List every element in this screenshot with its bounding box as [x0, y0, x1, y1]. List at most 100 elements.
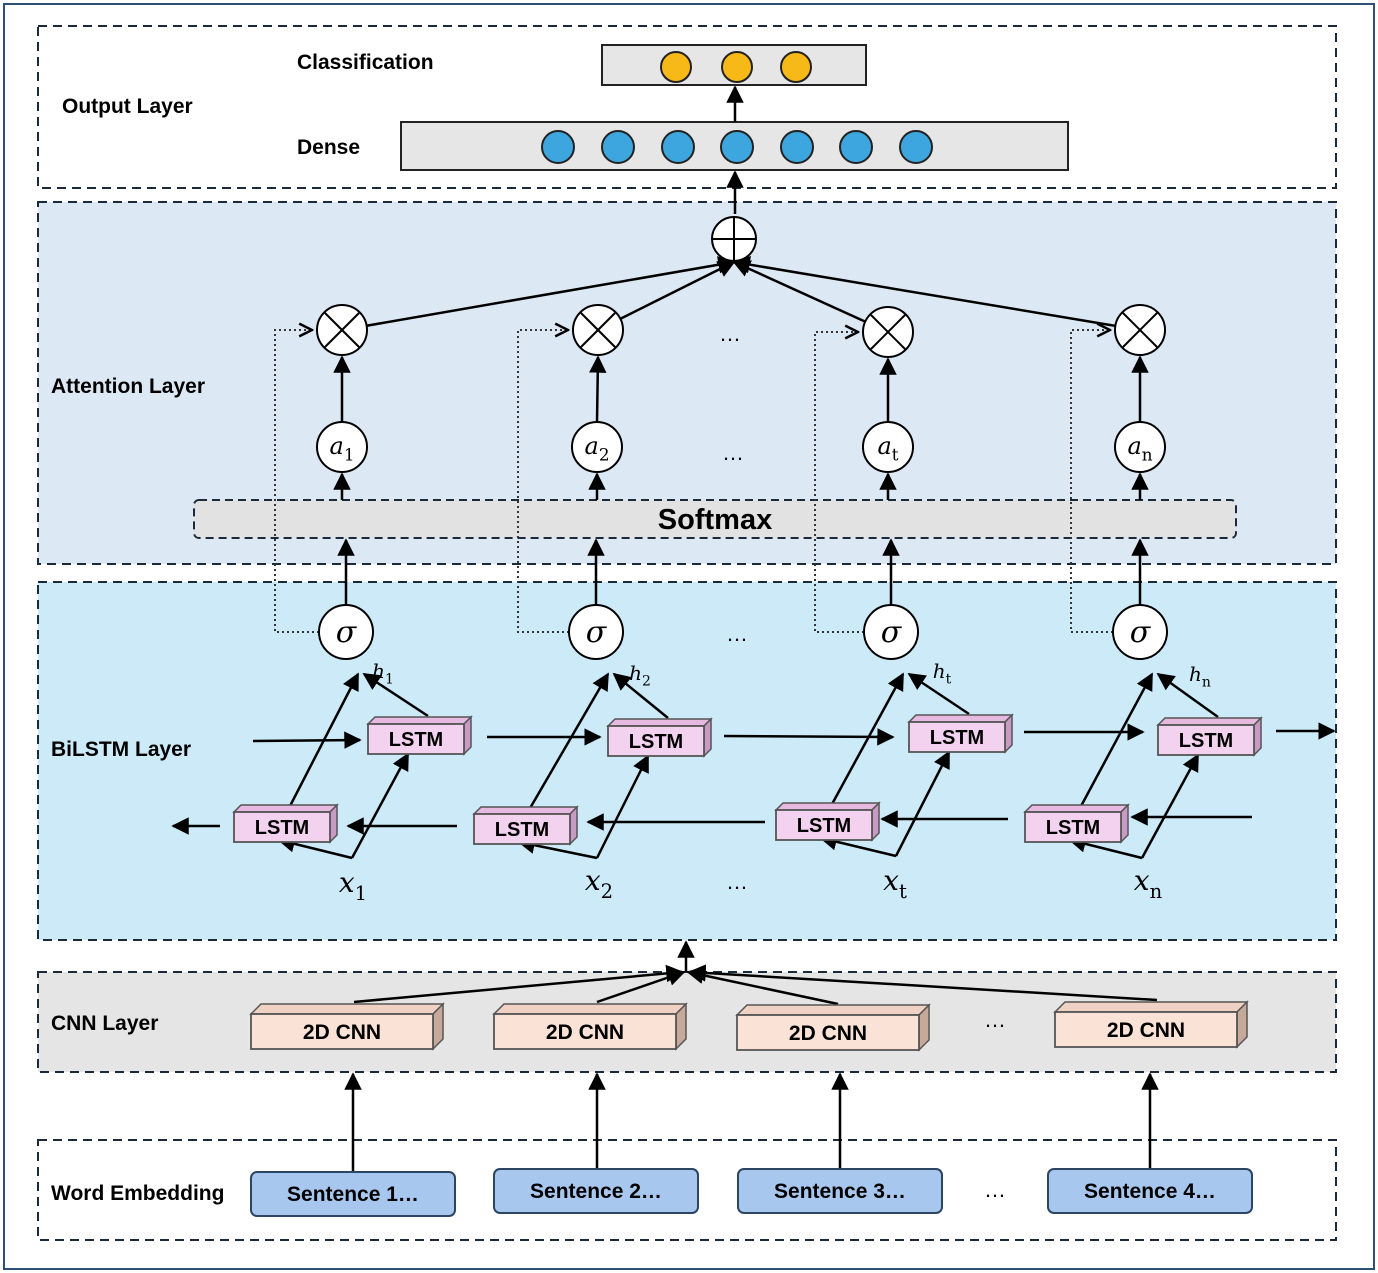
forward-lstm-to-h-arrow-3	[907, 672, 970, 716]
outer-frame	[3, 3, 1375, 1270]
skip-connection-1	[274, 330, 319, 633]
cnn-block-2: 2D CNN	[492, 1002, 688, 1051]
cnn-layer-label: CNN Layer	[51, 1012, 158, 1035]
backward-lstm-1-top	[232, 804, 339, 813]
attention-weight-node-3	[862, 421, 914, 473]
backward-lstm-2: LSTM	[472, 805, 579, 846]
backward-lstm-3-top	[774, 802, 881, 811]
dense-node-5	[780, 130, 814, 164]
sentence-label-2: Sentence 2…	[530, 1180, 662, 1203]
sum-node	[711, 216, 757, 262]
multiply-node-4-cross-b	[1122, 312, 1158, 348]
cnn-block-1-front	[250, 1013, 434, 1050]
forward-lstm-to-h-arrow-4	[1156, 672, 1219, 719]
classification-label: Classification	[297, 51, 434, 74]
attention-weight-label-3-sub: t	[892, 445, 899, 465]
attention-weight-label-3: at	[877, 432, 898, 465]
dense-node-4	[720, 130, 754, 164]
dense-node-7	[899, 130, 933, 164]
cnn-block-1: 2D CNN	[249, 1002, 445, 1051]
hidden-state-label-3-base: h	[933, 659, 946, 683]
backward-lstm-2-label: LSTM	[495, 819, 549, 841]
hidden-state-label-1-sub: 1	[385, 672, 394, 688]
multiply-node-1-cross-b	[324, 312, 360, 348]
backward-lstm-to-h-arrow-4	[1078, 672, 1154, 809]
hidden-state-label-4: hn	[1189, 662, 1211, 691]
forward-lstm-4-label: LSTM	[1179, 730, 1233, 752]
softmax-bar	[193, 499, 1237, 539]
skip-connection-4	[1070, 330, 1113, 633]
cnn-block-3-top	[735, 1004, 931, 1016]
attention-weight-label-2-base: a	[585, 432, 599, 460]
attention-weight-label-3-base: a	[877, 432, 891, 460]
input-label-1: x1	[339, 866, 367, 905]
forward-lstm-1-front	[367, 723, 465, 755]
skip-connection-3	[814, 332, 864, 633]
backward-lstm-4-top	[1023, 804, 1130, 813]
backward-lstm-3-side	[871, 801, 880, 842]
forward-lstm-2: LSTM	[606, 717, 713, 758]
input-to-forward-lstm-arrow-2	[595, 754, 650, 859]
attention-weight-label-2: a2	[585, 432, 610, 465]
backward-lstm-3: LSTM	[774, 801, 881, 842]
bilstm-layer-label: BiLSTM Layer	[51, 738, 191, 761]
sigma-label-2: σ	[586, 615, 608, 650]
backward-lstm-4-label: LSTM	[1046, 817, 1100, 839]
attention-weight-node-4	[1114, 421, 1166, 473]
dense-node-2	[601, 130, 635, 164]
forward-lstm-2-top	[606, 718, 713, 727]
attention-weight-node-1	[316, 421, 368, 473]
classification-node-1	[660, 51, 692, 83]
sentence-box-1	[250, 1171, 456, 1217]
backward-lstm-to-h-arrow-2	[527, 672, 610, 811]
forward-lstm-3-label: LSTM	[930, 727, 984, 749]
ellipsis-attention-mult: …	[719, 321, 741, 346]
input-to-forward-lstm-arrow-3	[894, 750, 951, 857]
input-label-1-base: x	[339, 866, 355, 899]
forward-lstm-to-h-arrow-1	[362, 672, 429, 718]
forward-lstm-1-side	[463, 715, 472, 756]
sentence-box-2	[493, 1168, 699, 1214]
cnn-block-3-label: 2D CNN	[789, 1022, 867, 1045]
hidden-state-label-4-base: h	[1189, 662, 1202, 686]
forward-lstm-3-side	[1004, 713, 1013, 754]
cnn-block-2-front	[493, 1013, 677, 1050]
attention-weight-label-4-sub: n	[1142, 445, 1153, 465]
input-to-backward-lstm-arrow-3	[819, 833, 897, 858]
backward-lstm-1-side	[329, 803, 338, 844]
input-label-2-base: x	[585, 864, 601, 897]
sentence-box-3	[737, 1168, 943, 1214]
forward-lstm-4-top	[1156, 717, 1263, 726]
attention-weight-label-1: a1	[330, 432, 355, 465]
input-label-2-sub: 2	[601, 880, 613, 903]
attention-weight-node-2	[571, 421, 623, 473]
forward-flow-arrows	[252, 722, 1336, 749]
backward-lstm-1-label: LSTM	[255, 817, 309, 839]
mult-to-sum-arrow-3	[732, 260, 889, 334]
cnn-block-3-front	[736, 1014, 920, 1051]
backward-lstm-4-front	[1024, 811, 1122, 843]
sigma-node-4	[1112, 604, 1168, 660]
forward-lstm-1-label: LSTM	[389, 729, 443, 751]
cnn-block-1-label: 2D CNN	[303, 1021, 381, 1044]
cnn-block-4: 2D CNN	[1053, 1000, 1249, 1049]
ellipsis-inputs: …	[726, 869, 748, 894]
output-layer-label: Output Layer	[62, 95, 193, 118]
backward-lstm-to-h-arrow-3	[829, 672, 905, 807]
classification-node-2	[721, 51, 753, 83]
ellipsis-attention-weights: …	[722, 440, 744, 465]
dense-node-6	[839, 130, 873, 164]
backward-lstm-4-side	[1120, 803, 1129, 844]
backward-lstm-2-side	[569, 805, 578, 846]
backward-lstm-1: LSTM	[232, 803, 339, 844]
dense-node-1	[541, 130, 575, 164]
forward-lstm-2-front	[607, 725, 705, 757]
cnn-block-2-top	[492, 1003, 688, 1015]
input-to-backward-lstm-arrow-1	[277, 835, 353, 860]
input-to-forward-lstm-arrow-1	[350, 752, 410, 859]
backward-lstm-3-label: LSTM	[797, 815, 851, 837]
